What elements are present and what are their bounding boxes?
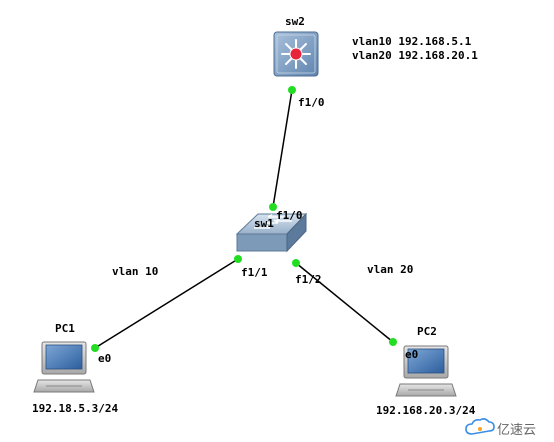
sw1-label: sw1 [254, 217, 274, 230]
computer-icon [395, 345, 457, 397]
sw1-device[interactable]: sw1 [235, 212, 308, 253]
port-label-sw1-f11: f1/1 [241, 266, 268, 279]
link-sw2-sw1 [272, 89, 293, 208]
pc2-ip-address: 192.168.20.3/24 [376, 404, 476, 417]
pc2-device[interactable]: PC2 [395, 325, 457, 397]
multilayer-switch-icon [273, 31, 319, 77]
link-sw1-pc1 [94, 258, 239, 349]
sw2-vlan20-config: vlan20 192.168.20.1 [352, 49, 478, 62]
port-label-sw1-f10: f1/0 [276, 209, 303, 222]
cloud-logo-icon [465, 418, 495, 435]
link-sw1-pc2 [295, 262, 394, 343]
port-label-sw2-f10: f1/0 [298, 96, 325, 109]
pc1-device[interactable]: PC1 [33, 322, 95, 393]
port-dot-sw1-f10 [269, 203, 277, 211]
vlan-10-label: vlan 10 [112, 265, 158, 278]
port-dot-sw1-f11 [234, 255, 242, 263]
port-dot-sw2-f10 [288, 86, 296, 94]
sw2-label: sw2 [285, 15, 305, 28]
port-dot-pc1-e0 [91, 344, 99, 352]
pc1-label: PC1 [55, 322, 75, 335]
port-dot-pc2-e0 [389, 338, 397, 346]
switch-icon [235, 212, 308, 253]
sw2-vlan10-config: vlan10 192.168.5.1 [352, 35, 472, 48]
sw2-device[interactable]: sw2 [273, 15, 319, 77]
vlan-20-label: vlan 20 [367, 263, 413, 276]
pc2-label: PC2 [417, 325, 437, 338]
watermark: 亿速云 [465, 418, 536, 438]
port-label-pc1-e0: e0 [98, 352, 111, 365]
pc1-ip-address: 192.18.5.3/24 [32, 402, 118, 415]
port-label-pc2-e0: e0 [405, 348, 418, 361]
port-dot-sw1-f12 [292, 259, 300, 267]
watermark-text: 亿速云 [497, 423, 536, 438]
port-label-sw1-f12: f1/2 [295, 273, 322, 286]
computer-icon [33, 341, 95, 393]
